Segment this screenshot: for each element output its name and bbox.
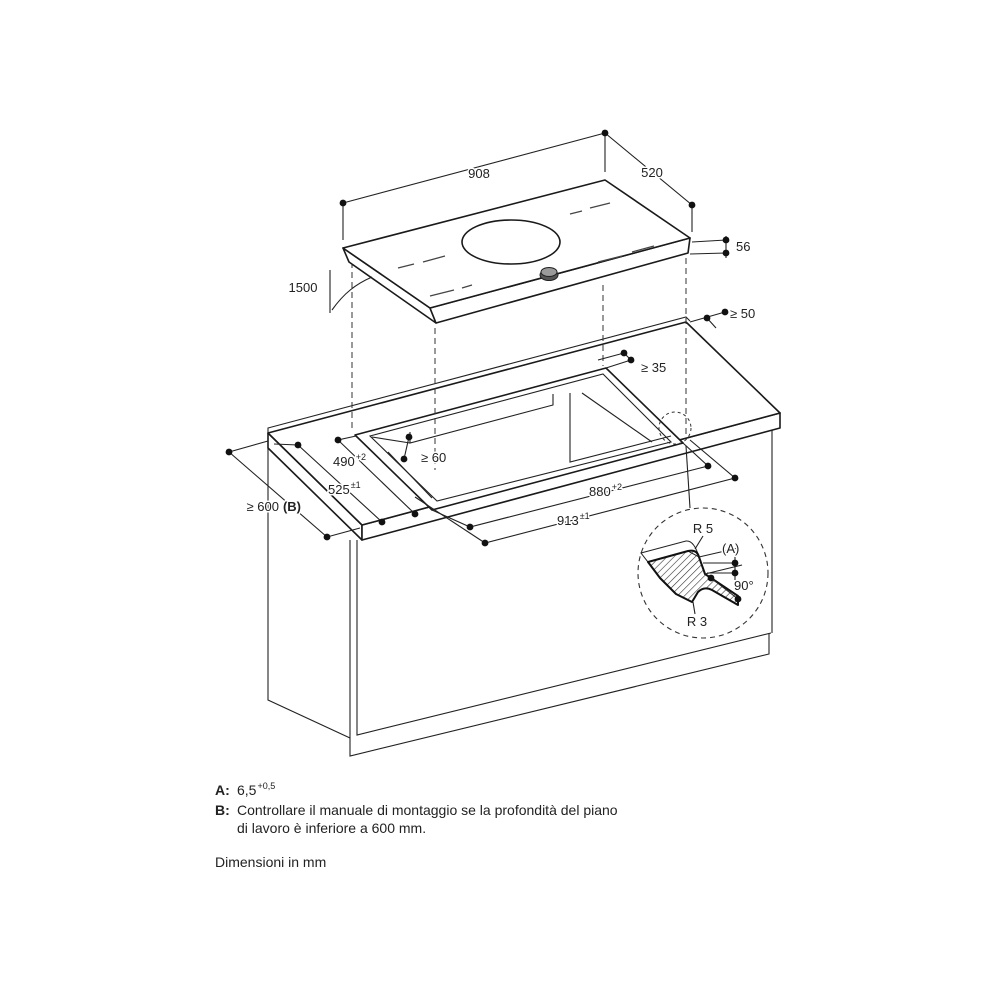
dim-908-label: 908 <box>468 166 490 181</box>
dimension-labels: 908 520 56 1500 ≥ 50 ≥ 35 490+2 ≥ 60 525… <box>245 164 757 631</box>
cutout-cavity-walls <box>371 392 672 499</box>
control-knob-top <box>540 267 558 277</box>
dimension-dot <box>405 433 413 441</box>
dimension-dot <box>721 308 729 316</box>
dim-value: 525 <box>328 482 350 497</box>
units-note: Dimensioni in mm <box>215 854 326 870</box>
dimension-dots <box>225 129 742 603</box>
dim-913-label: 913±1 <box>557 511 590 528</box>
detail-a-label: (A) <box>722 541 739 556</box>
dim-50-label: ≥ 50 <box>730 306 755 321</box>
dimension-dot <box>731 559 739 567</box>
detail-angle-label: 90° <box>734 578 754 593</box>
dimension-dot <box>466 523 474 531</box>
dimension-dot <box>704 462 712 470</box>
dimension-dot <box>411 510 419 518</box>
projection-lines <box>351 258 687 470</box>
dim-value: 913 <box>557 513 579 528</box>
dimension-dot <box>731 569 739 577</box>
dim-tolerance: ±1 <box>580 511 590 521</box>
dim-56-line <box>689 236 727 258</box>
dim-525-label: 525±1 <box>328 480 361 497</box>
dim-1500-label: 1500 <box>289 280 318 295</box>
cabinet-front-panel <box>349 428 773 738</box>
dimension-dot <box>620 349 628 357</box>
dim-913-line <box>414 439 737 544</box>
dimension-dot <box>294 441 302 449</box>
dimension-dot <box>601 129 609 137</box>
note-b-line-2: di lavoro è inferiore a 600 mm. <box>237 820 426 836</box>
dim-value: ≥ 600 <box>247 499 279 514</box>
dim-600-label: ≥ 600 (B) <box>247 499 301 514</box>
dimension-dot <box>378 518 386 526</box>
dim-60-line <box>403 436 410 460</box>
dim-490-label: 490+2 <box>333 452 366 469</box>
dim-35-label: ≥ 35 <box>641 360 666 375</box>
dim-520-label: 520 <box>641 165 663 180</box>
dim-tolerance: +2 <box>356 452 366 462</box>
dimension-dot <box>627 356 635 364</box>
dim-880-line <box>431 442 710 528</box>
note-b-line-1: Controllare il manuale di montaggio se l… <box>237 802 618 818</box>
detail-leader <box>685 445 691 509</box>
note-a-key: A: <box>215 782 230 798</box>
note-b-key: B: <box>215 802 230 818</box>
dimension-dot <box>400 455 408 463</box>
dimension-dot <box>722 249 730 257</box>
dimension-dot <box>688 201 696 209</box>
note-a-value: 6,5 <box>237 782 257 798</box>
dim-908-line <box>342 132 606 240</box>
dim-60-label: ≥ 60 <box>421 450 446 465</box>
dimension-lines <box>228 132 737 544</box>
dimension-dot <box>707 574 715 582</box>
cooktop <box>329 179 691 324</box>
cooktop-zone-marks <box>397 202 655 297</box>
dimension-dot <box>731 474 739 482</box>
dimension-dot <box>481 539 489 547</box>
cabinet-plinth <box>349 633 770 757</box>
dimension-dot <box>734 595 742 603</box>
dimension-dot <box>225 448 233 456</box>
detail-marker-circle <box>658 411 692 445</box>
power-cable <box>329 270 373 313</box>
note-reference: (B) <box>283 499 301 514</box>
dim-tolerance: ±1 <box>351 480 361 490</box>
dimension-dot <box>722 236 730 244</box>
detail-r3-label: R 3 <box>687 614 707 629</box>
dimension-dot <box>339 199 347 207</box>
worktop-back-upstand <box>267 316 691 433</box>
detail-section-hatched <box>647 549 739 606</box>
note-a-tolerance: +0,5 <box>257 781 275 791</box>
cabinet-side-panel <box>267 448 351 739</box>
dim-56-label: 56 <box>736 239 750 254</box>
edge-detail <box>637 507 769 639</box>
notes: A: 6,5+0,5 B: Controllare il manuale di … <box>215 781 618 870</box>
dim-value: 490 <box>333 454 355 469</box>
dimension-dot <box>703 314 711 322</box>
dim-880-label: 880+2 <box>589 482 622 499</box>
dim-600-line <box>228 440 361 538</box>
dimension-dot <box>334 436 342 444</box>
detail-leaders <box>692 535 739 615</box>
cabinet <box>267 428 773 757</box>
cooktop-center-zone <box>461 219 561 265</box>
dim-tolerance: +2 <box>612 482 622 492</box>
note-a-text: 6,5+0,5 <box>237 781 275 798</box>
detail-r5-label: R 5 <box>693 521 713 536</box>
dim-value: 880 <box>589 484 611 499</box>
dimension-dot <box>323 533 331 541</box>
